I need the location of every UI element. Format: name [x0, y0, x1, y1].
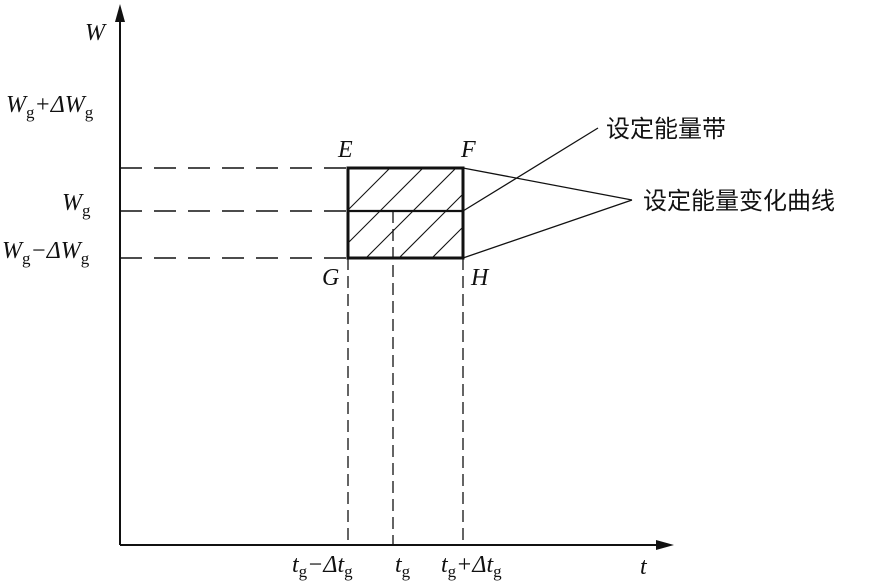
energy-band-annotation: 设定能量带 [606, 115, 726, 143]
energy-curve-annotation: 设定能量变化曲线 [643, 187, 835, 215]
corner-label-h: H [470, 265, 490, 291]
x-label-center: tg [395, 552, 411, 581]
x-label-left: tg−Δtg [292, 552, 353, 581]
energy-band-rectangle [346, 166, 465, 260]
y-label-upper: Wg+ΔWg [6, 92, 94, 122]
x-axis-arrow [656, 540, 674, 550]
y-axis-arrow [115, 4, 125, 22]
corner-label-g: G [322, 265, 339, 291]
y-label-setpoint: Wg [62, 190, 91, 220]
band-leader-line [462, 127, 599, 212]
x-axis-label: t [640, 554, 648, 580]
corner-label-f: F [460, 137, 476, 163]
corner-label-e: E [337, 137, 353, 163]
curve-leader-line-bottom [462, 199, 633, 259]
curve-leader-line-top [462, 167, 633, 201]
energy-band-hatching [348, 168, 463, 258]
y-axis-label: W [85, 20, 107, 46]
y-label-lower: Wg−ΔWg [2, 238, 90, 268]
x-label-right: tg+Δtg [441, 552, 502, 581]
